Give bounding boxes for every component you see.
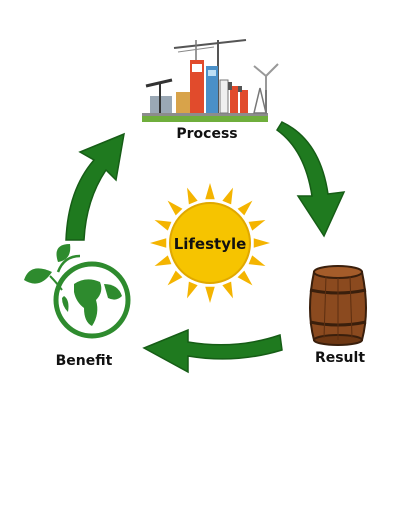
barrel-icon bbox=[309, 265, 367, 346]
sun-ray bbox=[248, 220, 266, 231]
sun-ray bbox=[187, 281, 198, 299]
factory-icon bbox=[142, 39, 279, 122]
sun-ray bbox=[237, 270, 253, 286]
center-label: Lifestyle bbox=[174, 235, 247, 253]
node-label-result: Result bbox=[315, 350, 365, 366]
sun-ray bbox=[154, 220, 172, 231]
sun-icon bbox=[150, 183, 270, 303]
arrow-result-to-benefit bbox=[142, 328, 283, 374]
sun-ray bbox=[205, 286, 215, 303]
sun-ray bbox=[167, 270, 183, 286]
sun-ray bbox=[205, 183, 215, 200]
node-label-process: Process bbox=[176, 126, 237, 142]
globe-leaves-icon bbox=[24, 244, 131, 339]
arrow-benefit-to-process bbox=[65, 132, 125, 241]
sun-ray bbox=[150, 238, 167, 248]
sun-ray bbox=[167, 200, 183, 216]
sun-ray bbox=[222, 281, 233, 299]
sun-ray bbox=[253, 238, 270, 248]
sun-ray bbox=[237, 200, 253, 216]
sun-ray bbox=[187, 187, 198, 205]
arrow-process-to-result bbox=[275, 121, 346, 238]
sun-ray bbox=[154, 255, 172, 266]
node-label-benefit: Benefit bbox=[56, 353, 113, 369]
sun-ray bbox=[248, 255, 266, 266]
sun-ray bbox=[222, 187, 233, 205]
